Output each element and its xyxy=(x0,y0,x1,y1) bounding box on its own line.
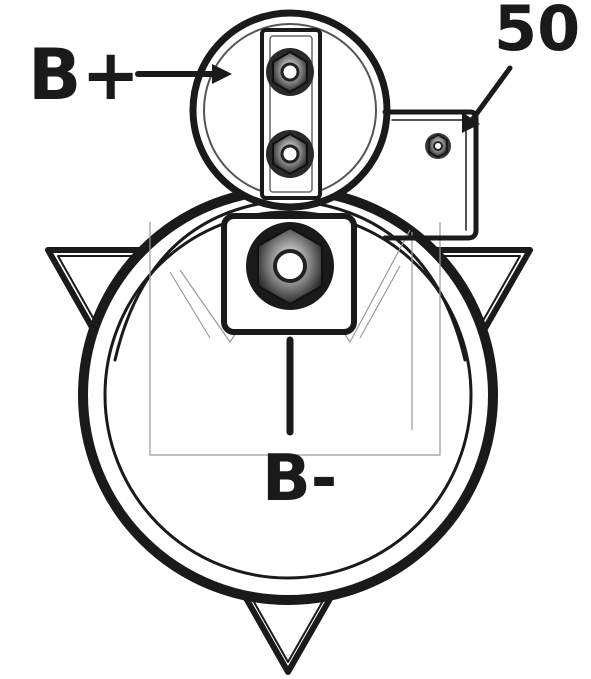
terminal-50-nut xyxy=(425,133,451,159)
b-minus-label: B- xyxy=(262,442,337,516)
b-plus-terminal-nut xyxy=(266,48,314,96)
terminal-50-arrow xyxy=(462,65,513,133)
lower-solenoid-nut xyxy=(266,130,314,178)
b-plus-arrow xyxy=(135,64,232,84)
terminal-50-label: 50 xyxy=(494,0,580,65)
motor-terminal-block xyxy=(221,213,357,335)
b-plus-label: B+ xyxy=(28,34,140,116)
